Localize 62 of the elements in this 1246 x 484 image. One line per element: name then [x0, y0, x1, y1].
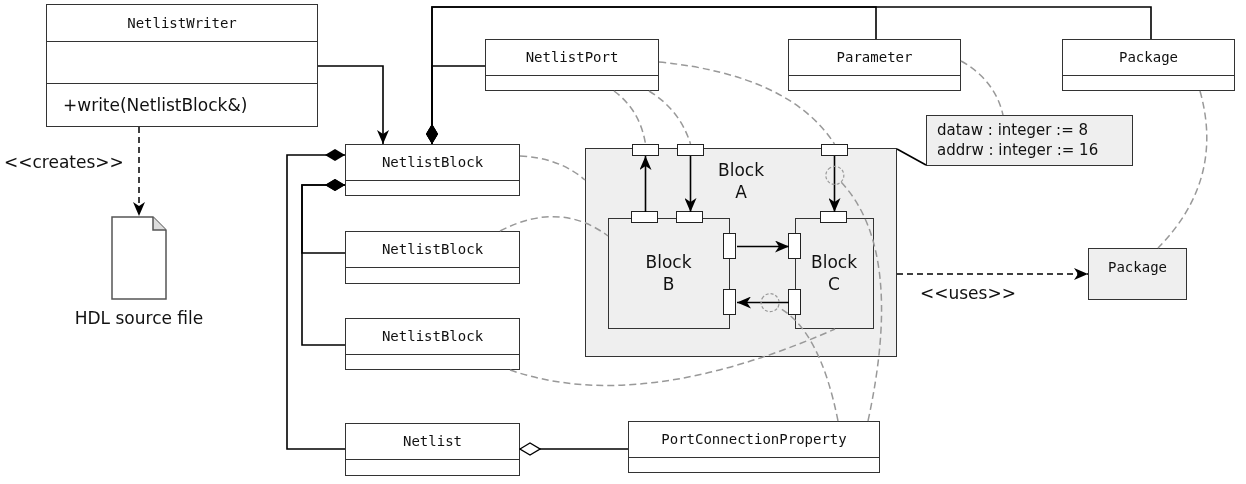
class-box: [1062, 39, 1235, 91]
class-box: [46, 4, 318, 127]
block-label: Block A: [717, 159, 765, 204]
composition-line: [426, 6, 1152, 145]
port-box: [631, 211, 658, 223]
port-box: [723, 233, 736, 259]
leader-line: [509, 328, 836, 387]
arrow: [639, 155, 652, 213]
aggregation-line: [519, 442, 629, 456]
block-label: Block C: [810, 250, 858, 296]
class-name: PortConnectionProperty: [629, 422, 879, 458]
class-box: [345, 144, 520, 196]
leader-line: [648, 90, 692, 145]
leader-line: [825, 165, 883, 422]
port-box: [820, 211, 847, 223]
parameter-value: dataw : integer := 8: [937, 120, 1090, 140]
note-box: [926, 115, 1133, 166]
file-caption: HDL source file: [73, 308, 205, 328]
arrow: [317, 65, 389, 145]
class-name: Netlist: [346, 424, 519, 460]
port-box: [632, 144, 659, 156]
leader-line: [960, 60, 1004, 116]
port-box: [723, 289, 736, 315]
class-name: NetlistBlock: [346, 232, 519, 268]
port-box: [676, 211, 703, 223]
port-box: [788, 289, 801, 315]
class-box: [628, 421, 880, 473]
arrow: [828, 155, 841, 213]
port-box: [821, 144, 848, 156]
arrow: [736, 240, 790, 253]
leader-line: [519, 155, 586, 181]
class-box: [485, 39, 659, 91]
port-box: [677, 144, 704, 156]
class-name: NetlistBlock: [346, 319, 519, 355]
composition-line: [286, 149, 346, 450]
class-name: Package: [1063, 40, 1234, 76]
port-box: [788, 233, 801, 259]
class-box: [345, 318, 520, 370]
class-box: [345, 231, 520, 284]
class-name: Parameter: [789, 40, 960, 76]
block-box: [585, 148, 897, 357]
method-text: +write(NetlistBlock&): [62, 93, 249, 117]
leader-line: [499, 216, 609, 237]
note-anchor-line: [896, 148, 927, 166]
leader-line: [658, 61, 836, 145]
dependency-arrow: [896, 268, 1089, 280]
arrow: [684, 155, 697, 213]
package-box: [1088, 248, 1187, 300]
dependency-arrow: [133, 126, 145, 217]
class-name: NetlistWriter: [47, 5, 317, 43]
composition-line: [301, 179, 346, 346]
class-name: NetlistBlock: [346, 145, 519, 181]
class-box: [345, 423, 520, 476]
leader-line: [1157, 90, 1208, 249]
parameter-value: addrw : integer := 16: [937, 140, 1100, 160]
class-box: [788, 39, 961, 91]
block-label: Block B: [644, 250, 693, 296]
leader-line: [760, 292, 839, 422]
package-name: Package: [1108, 259, 1167, 275]
class-name: NetlistPort: [486, 40, 658, 76]
leader-line: [613, 90, 647, 145]
arrow: [736, 296, 790, 309]
